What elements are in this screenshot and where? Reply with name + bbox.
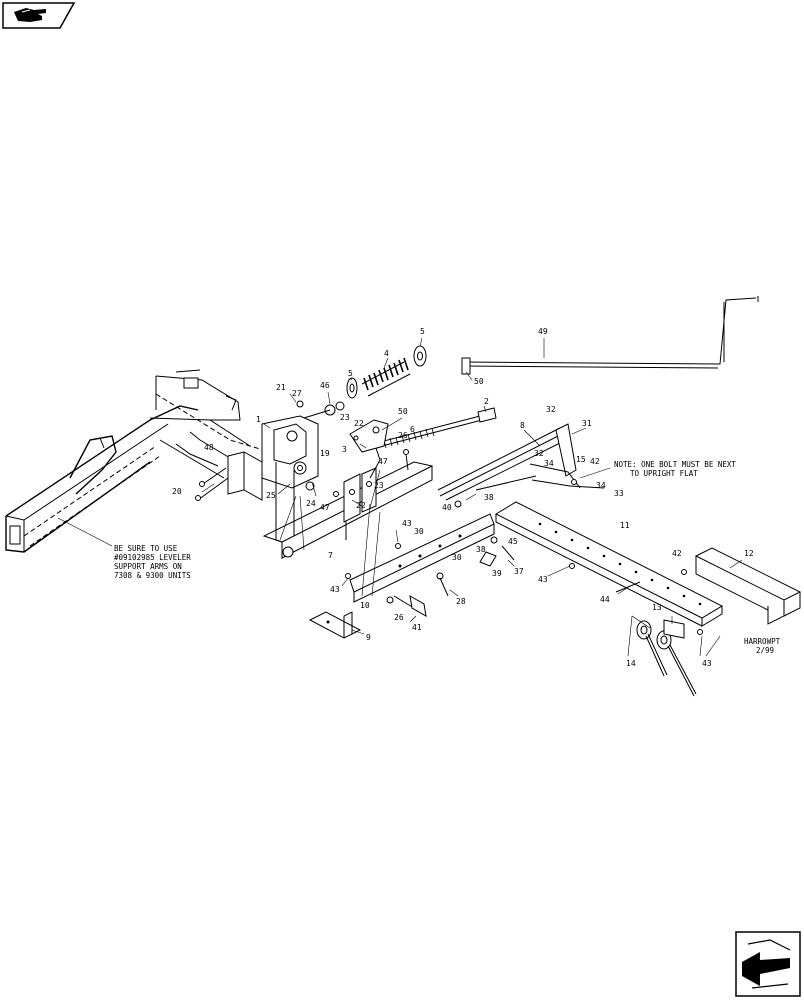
note-leveler-line-4: 7308 & 9300 UNITS [114, 571, 191, 580]
callout-26: 26 [398, 431, 408, 440]
callout-22: 22 [354, 419, 364, 428]
callout-44: 44 [600, 595, 610, 604]
callout-38: 38 [484, 493, 494, 502]
drawing-id: HARROWPT 2/99 [744, 637, 781, 655]
callout-10: 10 [360, 601, 370, 610]
callout-42: 42 [590, 457, 600, 466]
callout-25: 25 [266, 491, 276, 500]
callout-labels: 49 50 5 4 5 21 27 46 1 23 22 50 3 26 6 2… [172, 327, 754, 668]
callout-43: 43 [330, 585, 340, 594]
callout-42: 42 [672, 549, 682, 558]
note-leveler-line-2: #09102985 LEVELER [114, 553, 191, 562]
spring-tine-assembly [636, 619, 697, 697]
callout-49: 49 [538, 327, 548, 336]
callout-28: 28 [456, 597, 466, 606]
callout-27: 27 [292, 389, 302, 398]
callout-32: 32 [534, 449, 544, 458]
note-bolt: NOTE: ONE BOLT MUST BE NEXT TO UPRIGHT F… [614, 460, 736, 478]
callout-5: 5 [420, 327, 425, 336]
callout-30: 30 [452, 553, 462, 562]
callout-26: 26 [394, 613, 404, 622]
spring-assembly [346, 345, 497, 449]
angle-12 [694, 547, 802, 625]
beam-7 [262, 461, 433, 559]
callout-24: 24 [306, 499, 316, 508]
callout-5: 5 [348, 369, 353, 378]
upper-bars [437, 423, 605, 508]
note-bolt-line-1: NOTE: ONE BOLT MUST BE NEXT [614, 460, 736, 469]
callout-34: 34 [544, 459, 554, 468]
callout-19: 19 [320, 449, 330, 458]
drawing-id-date: 2/99 [756, 646, 774, 655]
callout-46: 46 [320, 381, 330, 390]
next-page-button[interactable] [735, 931, 801, 997]
callout-37: 37 [514, 567, 524, 576]
bracket-9 [308, 611, 362, 639]
callout-31: 31 [582, 419, 592, 428]
cross-tube-11 [494, 501, 724, 627]
page-turn-next-icon [742, 939, 791, 989]
callout-41: 41 [412, 623, 422, 632]
callout-8: 8 [520, 421, 525, 430]
callout-3: 3 [342, 445, 347, 454]
hardware-small-parts [296, 400, 703, 635]
note-bolt-line-2: TO UPRIGHT FLAT [630, 469, 698, 478]
leader-lines [57, 337, 743, 657]
callout-2: 2 [484, 397, 489, 406]
callout-13: 13 [652, 603, 662, 612]
callout-43: 43 [538, 575, 548, 584]
note-leveler-line-3: SUPPORT ARMS ON [114, 562, 182, 571]
callout-22: 22 [356, 501, 366, 510]
back-nav-button[interactable] [2, 2, 76, 29]
callout-33: 33 [614, 489, 624, 498]
drawing-id-code: HARROWPT [744, 637, 781, 646]
callout-11: 11 [620, 521, 630, 530]
lower-bar-10 [349, 513, 495, 603]
callout-32: 32 [546, 405, 556, 414]
callout-34: 34 [596, 481, 606, 490]
callout-43: 43 [702, 659, 712, 668]
note-leveler-line-1: BE SURE TO USE [114, 544, 178, 553]
callout-38: 38 [476, 545, 486, 554]
callout-20: 20 [172, 487, 182, 496]
callout-43: 43 [402, 519, 412, 528]
callout-39: 39 [492, 569, 502, 578]
callout-21: 21 [276, 383, 286, 392]
callout-48: 48 [204, 443, 214, 452]
callout-23: 23 [374, 481, 384, 490]
callout-1: 1 [256, 415, 261, 424]
callout-47: 47 [378, 457, 388, 466]
callout-6: 6 [410, 425, 415, 434]
callout-50: 50 [398, 407, 408, 416]
callout-15: 15 [576, 455, 586, 464]
lever-rod [461, 296, 759, 375]
callout-14: 14 [626, 659, 636, 668]
callout-7: 7 [328, 551, 333, 560]
callout-30: 30 [414, 527, 424, 536]
note-leveler: BE SURE TO USE #09102985 LEVELER SUPPORT… [114, 544, 191, 580]
hand-pointer-back-icon [14, 8, 46, 22]
callout-47: 47 [320, 503, 330, 512]
mount-bracket [195, 451, 263, 501]
callout-4: 4 [384, 349, 389, 358]
harrow-assembly-drawing [5, 296, 802, 697]
main-frame-tube [5, 369, 271, 553]
callout-40: 40 [442, 503, 452, 512]
callout-23: 23 [340, 413, 350, 422]
callout-9: 9 [366, 633, 371, 642]
callout-50: 50 [474, 377, 484, 386]
callout-45: 45 [508, 537, 518, 546]
callout-12: 12 [744, 549, 754, 558]
link-bracket [349, 419, 389, 479]
